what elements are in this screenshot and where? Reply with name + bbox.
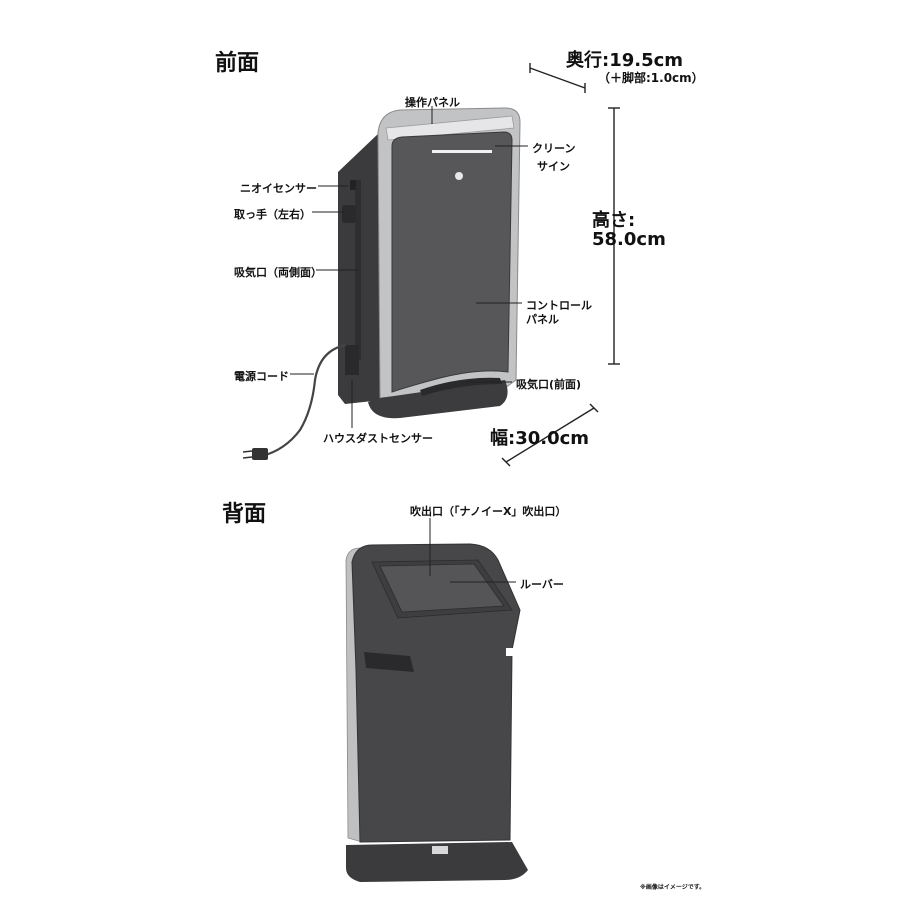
label-outlet: 吹出口（「ナノイーX」吹出口） (410, 505, 567, 518)
back-base (346, 842, 528, 882)
dimension-height-value: 58.0cm (592, 229, 666, 250)
back-right-notch (506, 648, 520, 656)
front-section-title: 前面 (215, 51, 260, 76)
front-base (368, 380, 508, 419)
back-unit-body (351, 543, 521, 843)
back-leader-lines (429, 518, 516, 583)
dimension-height-label: 高さ: (592, 210, 636, 231)
logo-mark (455, 172, 463, 180)
odor-sensor-slot (350, 180, 356, 190)
back-base-slot (432, 846, 448, 854)
dimension-depth-note: （＋脚部:1.0cm） (598, 71, 704, 85)
dimension-depth: 奥行:19.5cm (566, 50, 684, 71)
front-control-panel (385, 115, 515, 141)
label-clean-sign-line1: クリーン (532, 142, 576, 155)
label-control-panel-top: 操作パネル (405, 96, 460, 109)
front-panel-face (391, 131, 513, 393)
clean-sign-light (432, 150, 492, 153)
dimension-lines (501, 63, 620, 467)
back-side-handle (364, 652, 414, 672)
front-unit-illustration (242, 107, 521, 460)
label-intake-front: 吸気口(前面) (516, 378, 582, 391)
back-unit-illustration (345, 543, 528, 882)
front-leader-lines (290, 106, 528, 428)
label-louver: ルーバー (520, 578, 564, 591)
label-house-dust-sensor: ハウスダストセンサー (323, 432, 433, 445)
louver (379, 563, 505, 613)
label-intake-sides: 吸気口（両側面） (234, 266, 322, 279)
label-control-panel-line1: コントロール (526, 299, 592, 312)
side-handle (342, 205, 356, 223)
dimension-width: 幅:30.0cm (490, 428, 590, 449)
label-odor-sensor: ニオイセンサー (240, 182, 317, 195)
footnote: ※画像はイメージです。 (640, 884, 706, 891)
power-cord (261, 343, 347, 458)
label-control-panel-line2: パネル (526, 313, 559, 326)
label-handle: 取っ手（左右） (234, 208, 311, 221)
house-dust-sensor-box (345, 345, 359, 375)
label-clean-sign-line2: サイン (537, 160, 570, 173)
power-plug (242, 448, 268, 460)
label-power-cord: 電源コード (234, 370, 289, 383)
back-section-title: 背面 (222, 502, 267, 527)
